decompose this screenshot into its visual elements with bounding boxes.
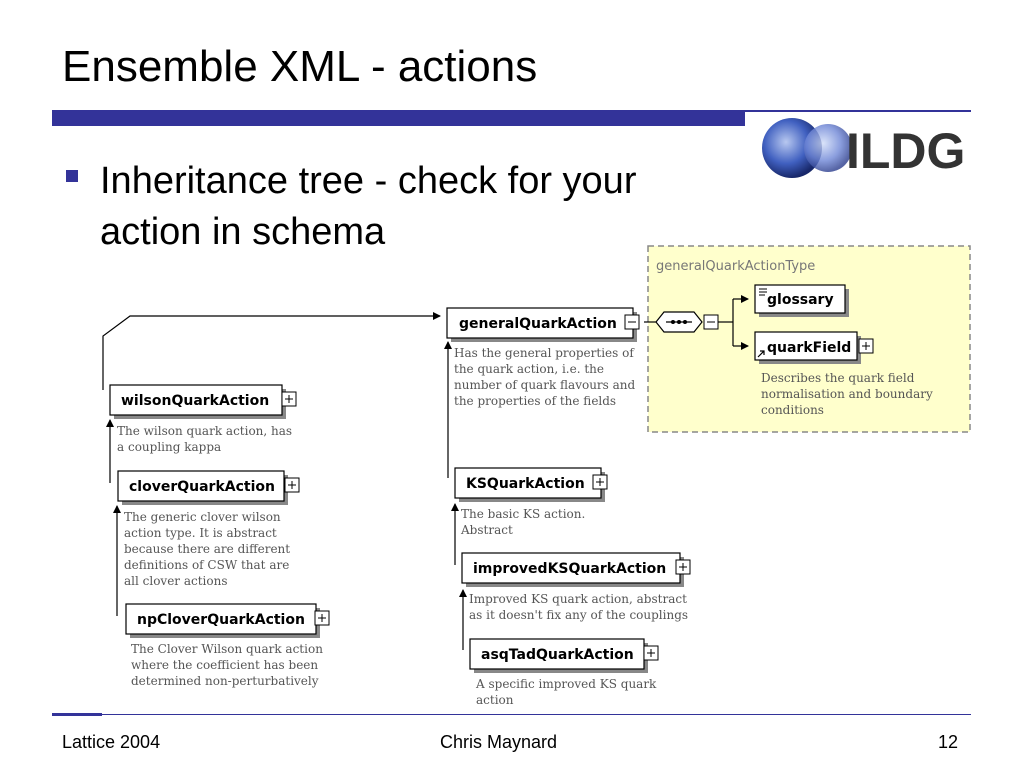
node-glossary[interactable]: glossary — [754, 284, 849, 317]
node-np-clover-quark-action[interactable]: npCloverQuarkAction — [125, 603, 330, 638]
desc-improved-ks: Improved KS quark action, abstract as it… — [469, 592, 691, 622]
connector-wilson-general — [102, 312, 441, 390]
desc-ks: The basic KS action. Abstract — [460, 507, 589, 537]
desc-wilson: The wilson quark action, has a coupling … — [117, 424, 296, 454]
logo-text: ILDG — [846, 123, 965, 179]
reference-arrow-icon — [757, 350, 765, 358]
node-label: KSQuarkAction — [466, 476, 585, 492]
desc-asqtad: A specific improved KS quark action — [475, 677, 660, 707]
node-label: npCloverQuarkAction — [137, 612, 305, 628]
desc-clover: The generic clover wilson action type. I… — [124, 510, 294, 588]
ildg-logo: ILDG — [762, 118, 965, 179]
footer-author: Chris Maynard — [440, 732, 558, 752]
logo-sphere — [762, 118, 822, 178]
bullet-text: Inheritance tree - check for your action… — [100, 156, 636, 258]
node-label: wilsonQuarkAction — [121, 393, 269, 409]
title-underline-thin — [745, 110, 971, 112]
type-label: generalQuarkActionType — [656, 259, 815, 274]
footer-page-number: 12 — [938, 732, 959, 752]
node-general-quark-action[interactable]: generalQuarkAction — [446, 307, 640, 342]
bullet-line-1: Inheritance tree - check for your — [100, 160, 637, 202]
node-asqtad-quark-action[interactable]: asqTadQuarkAction — [469, 638, 659, 673]
node-ks-quark-action[interactable]: KSQuarkAction — [454, 467, 608, 502]
footer-rule-accent — [52, 713, 102, 716]
node-clover-quark-action[interactable]: cloverQuarkAction — [117, 470, 300, 505]
node-quark-field[interactable]: quarkField — [754, 331, 874, 364]
node-label: quarkField — [767, 340, 851, 356]
node-wilson-quark-action[interactable]: wilsonQuarkAction — [109, 384, 297, 419]
node-improved-ks-quark-action[interactable]: improvedKSQuarkAction — [461, 552, 691, 587]
desc-general: Has the general properties of the quark … — [454, 346, 639, 408]
sequence-compositor[interactable] — [655, 311, 719, 333]
footer-conference: Lattice 2004 — [62, 732, 161, 752]
desc-np-clover: The Clover Wilson quark action where the… — [131, 642, 327, 688]
slide-title: Ensemble XML - actions — [62, 42, 538, 91]
title-underline-bar — [52, 110, 745, 126]
bullet-line-2: action in schema — [100, 211, 386, 253]
node-label: generalQuarkAction — [459, 316, 617, 332]
footer-rule — [102, 714, 971, 715]
logo-sphere-small — [804, 124, 852, 172]
node-label: improvedKSQuarkAction — [473, 561, 666, 577]
desc-quark-field: Describes the quark field normalisation … — [761, 371, 937, 417]
node-label: asqTadQuarkAction — [481, 647, 634, 663]
node-label: cloverQuarkAction — [129, 479, 275, 495]
document-icon — [759, 288, 767, 296]
bullet-square-icon — [66, 170, 78, 182]
node-label: glossary — [767, 292, 834, 308]
